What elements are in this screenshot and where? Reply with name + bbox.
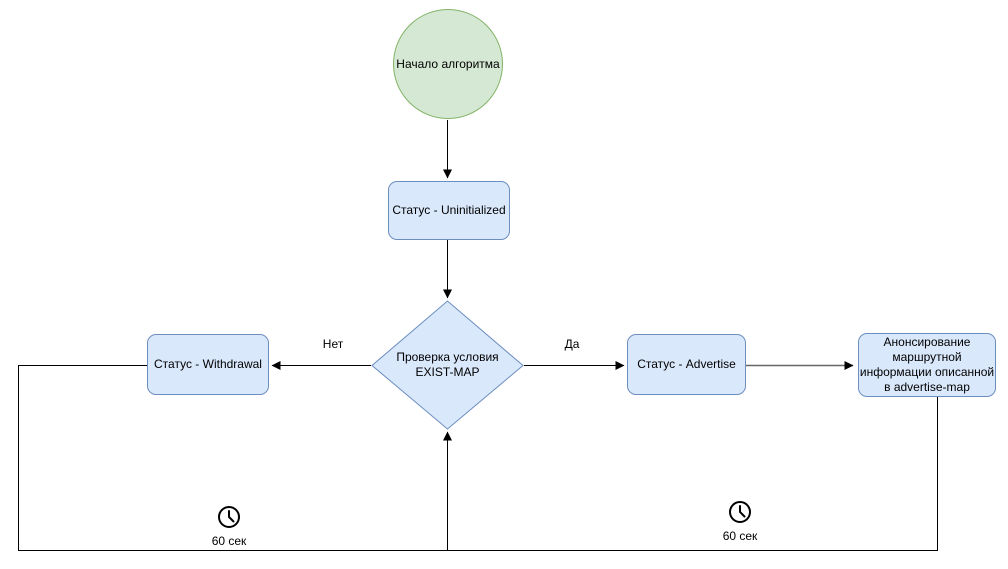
announce-label: Анонсирование маршрутной информации опис… [859, 335, 995, 394]
status-withdrawal-label: Статус - Withdrawal [154, 357, 262, 371]
status-uninitialized-label: Статус - Uninitialized [392, 203, 506, 217]
edge-announce-loop [447, 397, 938, 551]
check-exist-map-diamond [371, 300, 524, 430]
announce-node: Анонсирование маршрутной информации опис… [858, 333, 996, 397]
edge-label-yes: Да [564, 337, 580, 351]
timer-right-label: 60 сек [722, 529, 758, 543]
start-node-label: Начало алгоритма [396, 56, 500, 71]
check-exist-map-label: Проверка условия EXIST-MAP [396, 350, 499, 379]
clock-icon [729, 501, 751, 523]
status-uninitialized-node: Статус - Uninitialized [388, 181, 510, 240]
timer-left-label: 60 сек [211, 534, 247, 548]
edge-withdrawal-loop [18, 365, 448, 551]
status-advertise-node: Статус - Advertise [627, 334, 746, 395]
status-withdrawal-node: Статус - Withdrawal [147, 334, 269, 395]
status-advertise-label: Статус - Advertise [637, 357, 736, 371]
edge-label-no: Нет [322, 337, 344, 351]
clock-icon [218, 506, 240, 528]
start-node: Начало алгоритма [393, 9, 503, 119]
